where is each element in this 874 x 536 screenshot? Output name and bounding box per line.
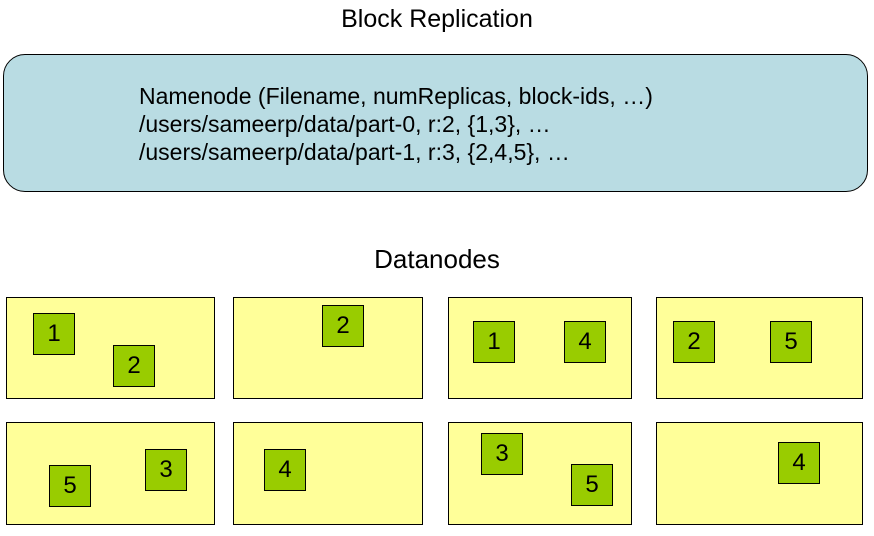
block-badge-1: 1 [33, 313, 75, 355]
block-badge-5: 5 [571, 464, 613, 506]
namenode-file-entry-part0: /users/sameerp/data/part-0, r:2, {1,3}, … [139, 111, 551, 137]
namenode-box: Namenode (Filename, numReplicas, block-i… [3, 54, 868, 192]
block-badge-3: 3 [145, 449, 187, 491]
datanodes-label: Datanodes [374, 244, 500, 274]
block-badge-4: 4 [264, 449, 306, 491]
block-badge-5: 5 [770, 321, 812, 363]
block-badge-2: 2 [322, 305, 364, 347]
datanode-box-2: 2 [233, 297, 423, 399]
block-badge-3: 3 [481, 433, 523, 475]
block-badge-1: 1 [473, 321, 515, 363]
block-badge-5: 5 [49, 465, 91, 507]
block-badge-2: 2 [673, 321, 715, 363]
block-badge-4: 4 [778, 442, 820, 484]
datanode-box-8: 4 [656, 422, 863, 525]
datanode-box-6: 4 [233, 422, 423, 525]
block-badge-2: 2 [113, 345, 155, 387]
page-title: Block Replication [341, 5, 533, 33]
block-badge-4: 4 [564, 321, 606, 363]
namenode-file-entry-part1: /users/sameerp/data/part-1, r:3, {2,4,5}… [139, 139, 570, 165]
namenode-header-line: Namenode (Filename, numReplicas, block-i… [139, 83, 653, 109]
namenode-text: Namenode (Filename, numReplicas, block-i… [139, 82, 653, 166]
